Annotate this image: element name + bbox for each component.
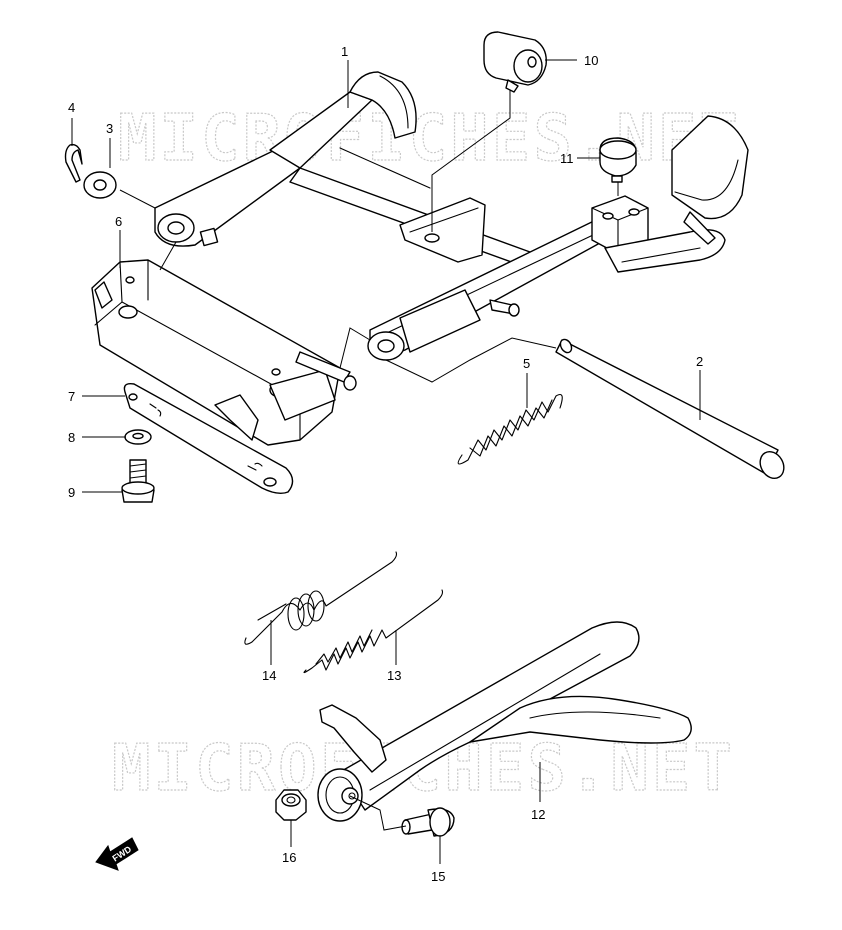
callout-16: 16 — [282, 850, 296, 865]
callout-10: 10 — [584, 53, 598, 68]
center-stand-frame — [154, 71, 749, 361]
callout-13: 13 — [387, 668, 401, 683]
side-stand-spring-13 — [303, 589, 444, 674]
callout-15: 15 — [431, 869, 445, 884]
flange-bolt — [121, 459, 155, 503]
callout-14: 14 — [262, 668, 276, 683]
watermark-top: MICROFICHES.NET — [118, 102, 741, 176]
washer-3 — [83, 171, 117, 199]
washer-8 — [124, 429, 152, 445]
callout-8: 8 — [68, 430, 75, 445]
callout-7: 7 — [68, 389, 75, 404]
callout-9: 9 — [68, 485, 75, 500]
stopper-plate — [123, 382, 294, 495]
forward-arrow-icon: FWD — [95, 837, 139, 871]
callout-labels: 1 2 3 4 5 6 7 8 9 10 11 12 13 14 15 16 — [68, 44, 703, 884]
pivot-bolt — [401, 807, 455, 837]
cotter-pin — [64, 143, 83, 183]
side-stand — [317, 621, 692, 822]
callout-3: 3 — [106, 121, 113, 136]
callout-4: 4 — [68, 100, 75, 115]
rubber-cushion-10 — [483, 31, 547, 93]
callout-1: 1 — [341, 44, 348, 59]
callout-11: 11 — [560, 151, 574, 166]
callout-12: 12 — [531, 807, 545, 822]
callout-5: 5 — [523, 356, 530, 371]
stand-spring — [457, 393, 563, 465]
callout-2: 2 — [696, 354, 703, 369]
callout-6: 6 — [115, 214, 122, 229]
pivot-shaft — [555, 338, 785, 480]
leader-lines — [71, 59, 701, 864]
nut — [275, 789, 307, 821]
pivot-bracket — [91, 259, 357, 446]
side-stand-spring-14 — [244, 551, 398, 645]
rubber-cushion-11 — [599, 137, 637, 183]
